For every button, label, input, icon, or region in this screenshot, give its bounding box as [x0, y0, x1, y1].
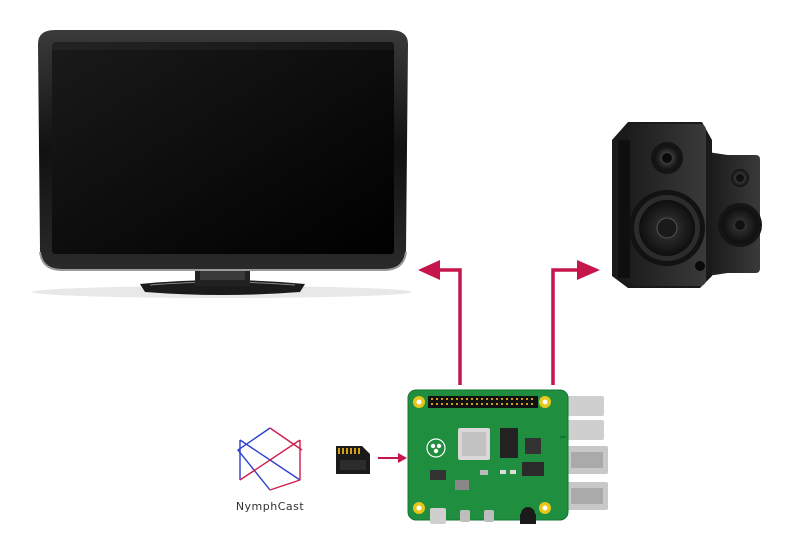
- speaker-rear: [708, 152, 762, 276]
- speaker-front: [612, 122, 712, 288]
- nymphcast-logo-text: NymphCast: [236, 500, 305, 513]
- nymphcast-logo-icon: NymphCast: [236, 427, 305, 513]
- tv-icon: [32, 30, 412, 298]
- arrow-sd-to-board: [378, 453, 407, 463]
- raspberry-logo-icon: [426, 438, 446, 458]
- raspberry-pi-board-icon: [407, 389, 608, 524]
- arrow-to-tv: [418, 260, 462, 385]
- speaker-icon: [612, 122, 762, 288]
- sd-card-icon: [336, 446, 370, 474]
- arrow-to-speakers: [551, 260, 600, 385]
